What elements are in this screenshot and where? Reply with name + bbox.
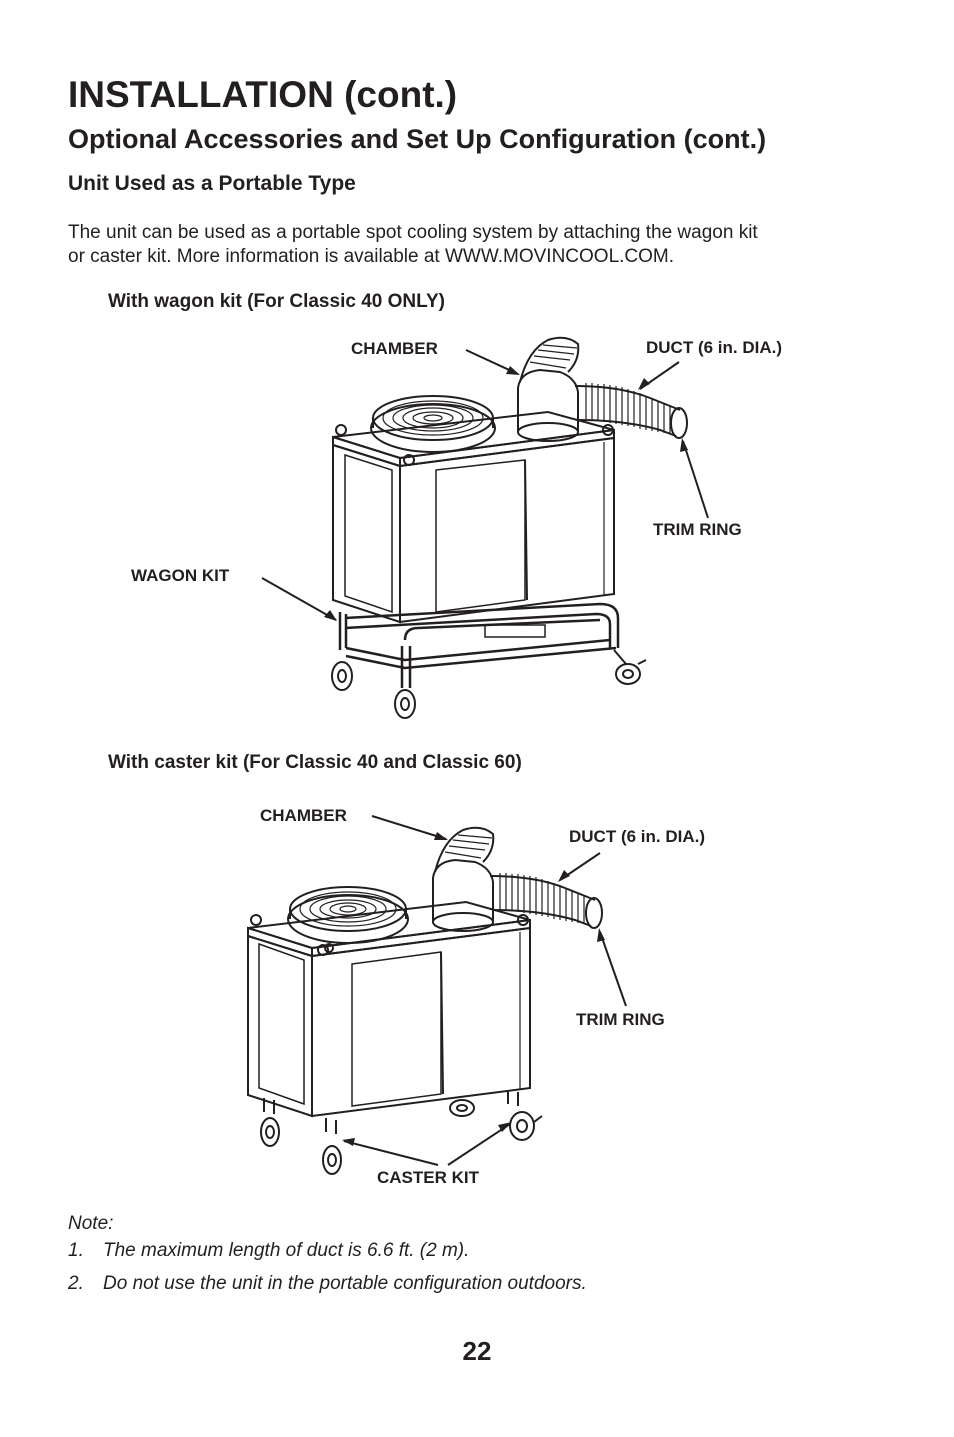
caster-figure-heading: With caster kit (For Classic 40 and Clas… [108,752,522,773]
intro-line-2: or caster kit. More information is avail… [68,246,675,267]
wagon-duct-label: DUCT (6 in. DIA.) [646,338,782,357]
wagon-figure-heading: With wagon kit (For Classic 40 ONLY) [108,291,445,312]
caster-duct-label: DUCT (6 in. DIA.) [569,827,705,846]
caster-trim-ring-label: TRIM RING [576,1010,665,1029]
note-item-text: The maximum length of duct is 6.6 ft. (2… [103,1240,470,1261]
caster-kit-label: CASTER KIT [377,1168,479,1187]
page-title: INSTALLATION (cont.) [68,74,458,115]
note-item-number: 1. [68,1240,84,1261]
note-heading: Note: [68,1213,114,1234]
caster-chamber-label: CHAMBER [260,806,347,825]
intro-paragraph: The unit can be used as a portable spot … [68,221,898,269]
wagon-chamber-label: CHAMBER [351,339,438,358]
intro-line-1: The unit can be used as a portable spot … [68,222,758,243]
note-item-text: Do not use the unit in the portable conf… [103,1273,587,1294]
wagon-trim-ring-label: TRIM RING [653,520,742,539]
section-heading: Unit Used as a Portable Type [68,172,356,195]
page-number: 22 [462,1336,492,1366]
note-item-number: 2. [68,1273,84,1294]
page-subtitle: Optional Accessories and Set Up Configur… [68,124,767,154]
wagon-kit-label: WAGON KIT [131,566,230,585]
